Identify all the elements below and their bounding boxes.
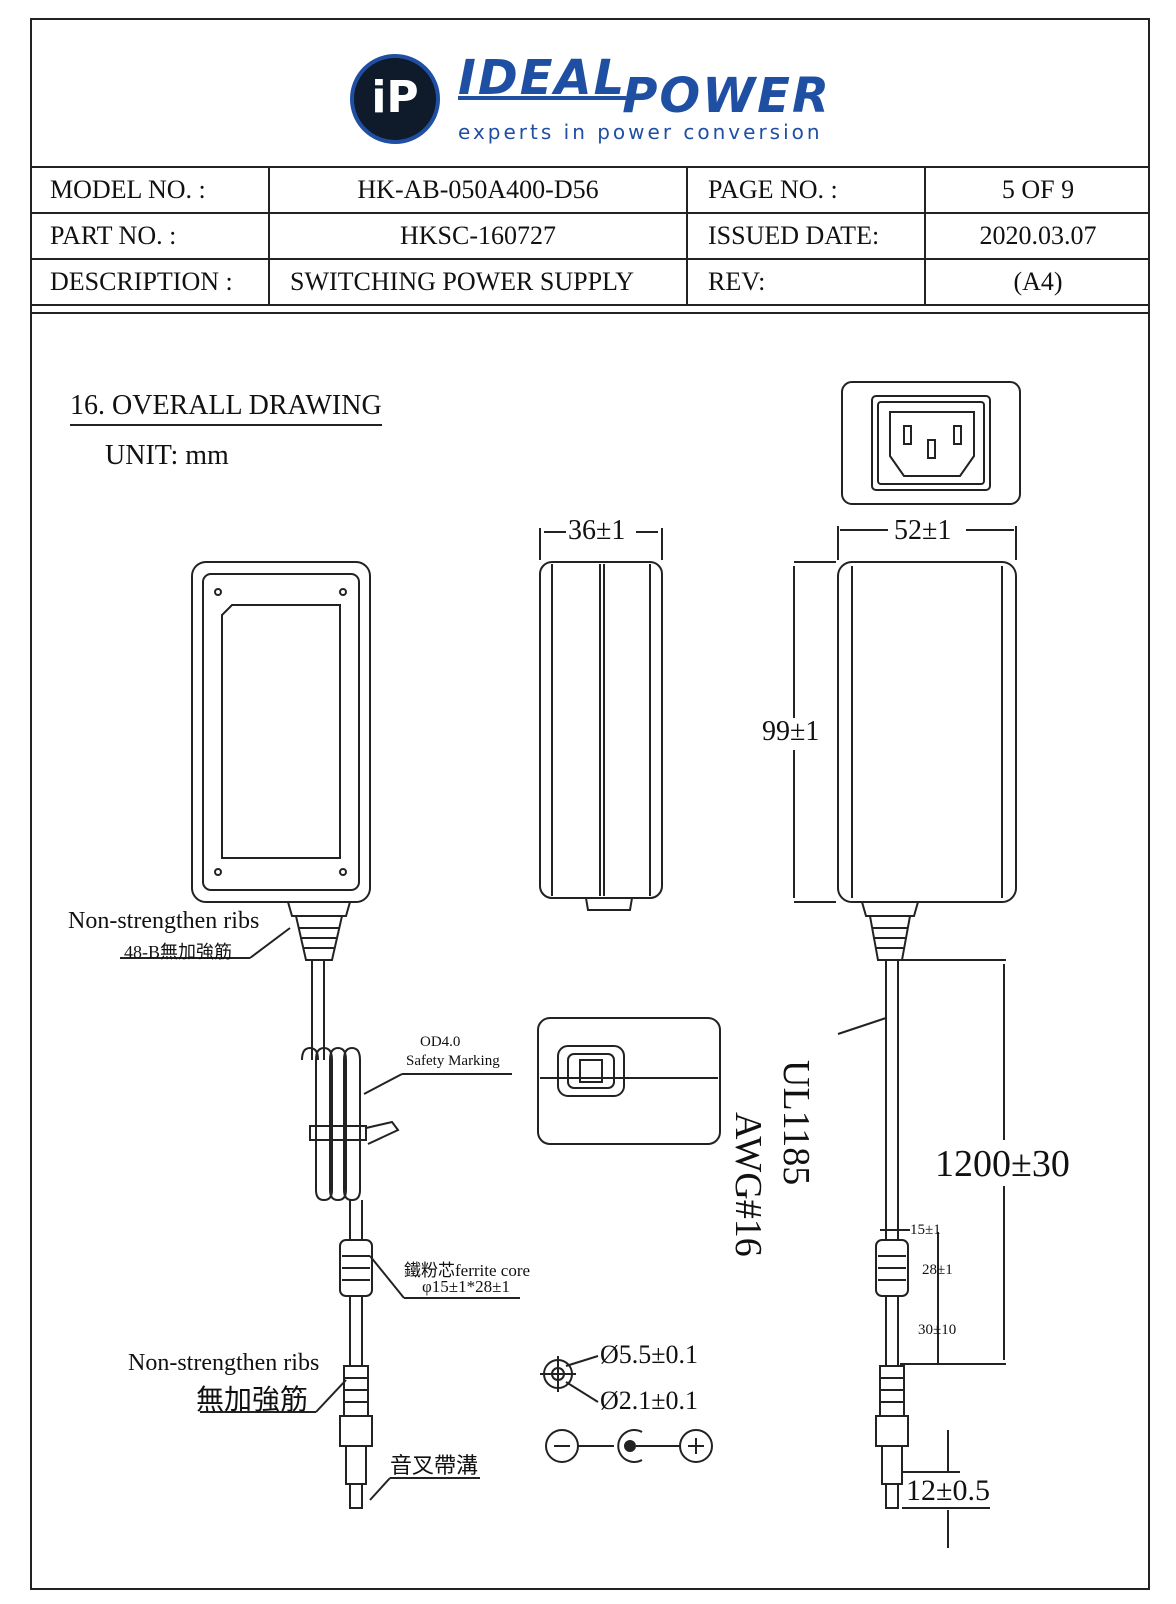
tuning-fork-groove-label: 音叉帶溝 [390,1453,479,1478]
drawing-frame [30,18,1150,1590]
ribs-bottom-label: Non-strengthen ribs [128,1350,320,1376]
model-label: MODEL NO. : [30,166,269,214]
page-label: PAGE NO. : [686,166,925,214]
cable-left [301,960,400,1509]
model-value: HK-AB-050A400-D56 [268,166,687,214]
issued-label: ISSUED DATE: [686,212,925,260]
section-title: 16. OVERALL DRAWING [70,390,382,426]
dim-28: 28±1 [922,1262,953,1278]
dim-length: 99±1 [762,716,820,747]
part-value: HKSC-160727 [268,212,687,260]
page-value: 5 OF 9 [924,166,1150,214]
right-view-body [837,561,1017,1509]
description-value: SWITCHING POWER SUPPLY [268,258,687,306]
od-label: OD4.0 [420,1034,461,1050]
info-row: MODEL NO. : HK-AB-050A400-D56 PAGE NO. :… [30,166,1150,214]
info-table: MODEL NO. : HK-AB-050A400-D56 PAGE NO. :… [30,166,1150,306]
ul-label: UL1185 [775,1060,817,1186]
header-separator [30,312,1150,314]
ribs-top-label: Non-strengthen ribs [68,908,260,934]
dim-width: 36±1 [568,515,626,546]
ferrite-size: φ15±1*28±1 [422,1277,510,1296]
info-row: DESCRIPTION : SWITCHING POWER SUPPLY REV… [30,258,1150,306]
description-label: DESCRIPTION : [30,258,269,306]
dim-plug: 12±0.5 [906,1474,990,1507]
dimension-lines [793,526,1017,1548]
brand-name: IDEALPOWER [458,50,831,124]
side-view-body [539,528,663,911]
dc-plug-polarity-symbol [540,1355,713,1463]
dim-15: 15±1 [910,1222,941,1238]
company-logo: iP IDEALPOWER experts in power conversio… [350,48,870,158]
dim-cable: 1200±30 [935,1143,1070,1185]
top-view-strain-relief [286,901,352,961]
safety-marking-label: Safety Marking [406,1053,500,1069]
ribs-top-sublabel: 48-B無加強筋 [124,942,232,962]
rev-label: REV: [686,258,925,306]
plug-inner-diameter: Ø2.1±0.1 [600,1386,699,1415]
front-view-body [537,1017,721,1145]
info-row: PART NO. : HKSC-160727 ISSUED DATE: 2020… [30,212,1150,260]
top-view-body [191,561,371,903]
dim-depth: 52±1 [894,515,952,546]
brand-tagline: experts in power conversion [458,120,823,144]
end-view-socket [841,381,1021,505]
rev-value: (A4) [924,258,1150,306]
dim-30: 30±10 [918,1322,957,1338]
ribs-bottom-sublabel: 無加強筋 [196,1385,309,1416]
issued-value: 2020.03.07 [924,212,1150,260]
unit-label: UNIT: mm [105,440,229,471]
ferrite-label: 鐵粉芯ferrite core [404,1261,531,1280]
plug-outer-diameter: Ø5.5±0.1 [600,1340,699,1369]
awg-label: AWG#16 [727,1112,769,1257]
part-label: PART NO. : [30,212,269,260]
leader-lines [120,927,520,1501]
ip-logo-icon: iP [350,54,440,144]
